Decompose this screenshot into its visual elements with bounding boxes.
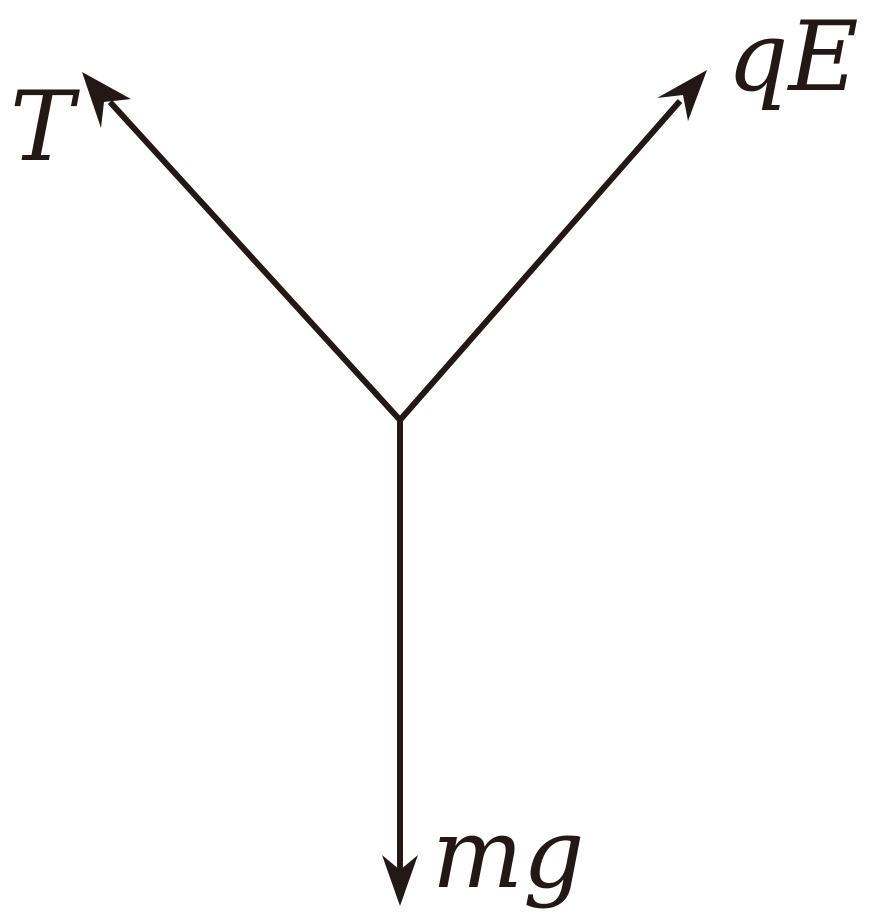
electric-arrow-shaft: [397, 99, 683, 422]
tension-label: T: [10, 71, 80, 183]
arrow-up-left-icon: [82, 72, 131, 128]
tension-force: [82, 72, 403, 423]
electric-label: qE: [727, 1, 859, 113]
arrow-up-right-icon: [657, 70, 707, 121]
gravity-force: [382, 420, 418, 906]
electric-force: [397, 70, 707, 422]
tension-arrow-shaft: [107, 99, 403, 423]
gravity-label: mg: [432, 798, 584, 910]
arrow-down-icon: [382, 855, 418, 906]
